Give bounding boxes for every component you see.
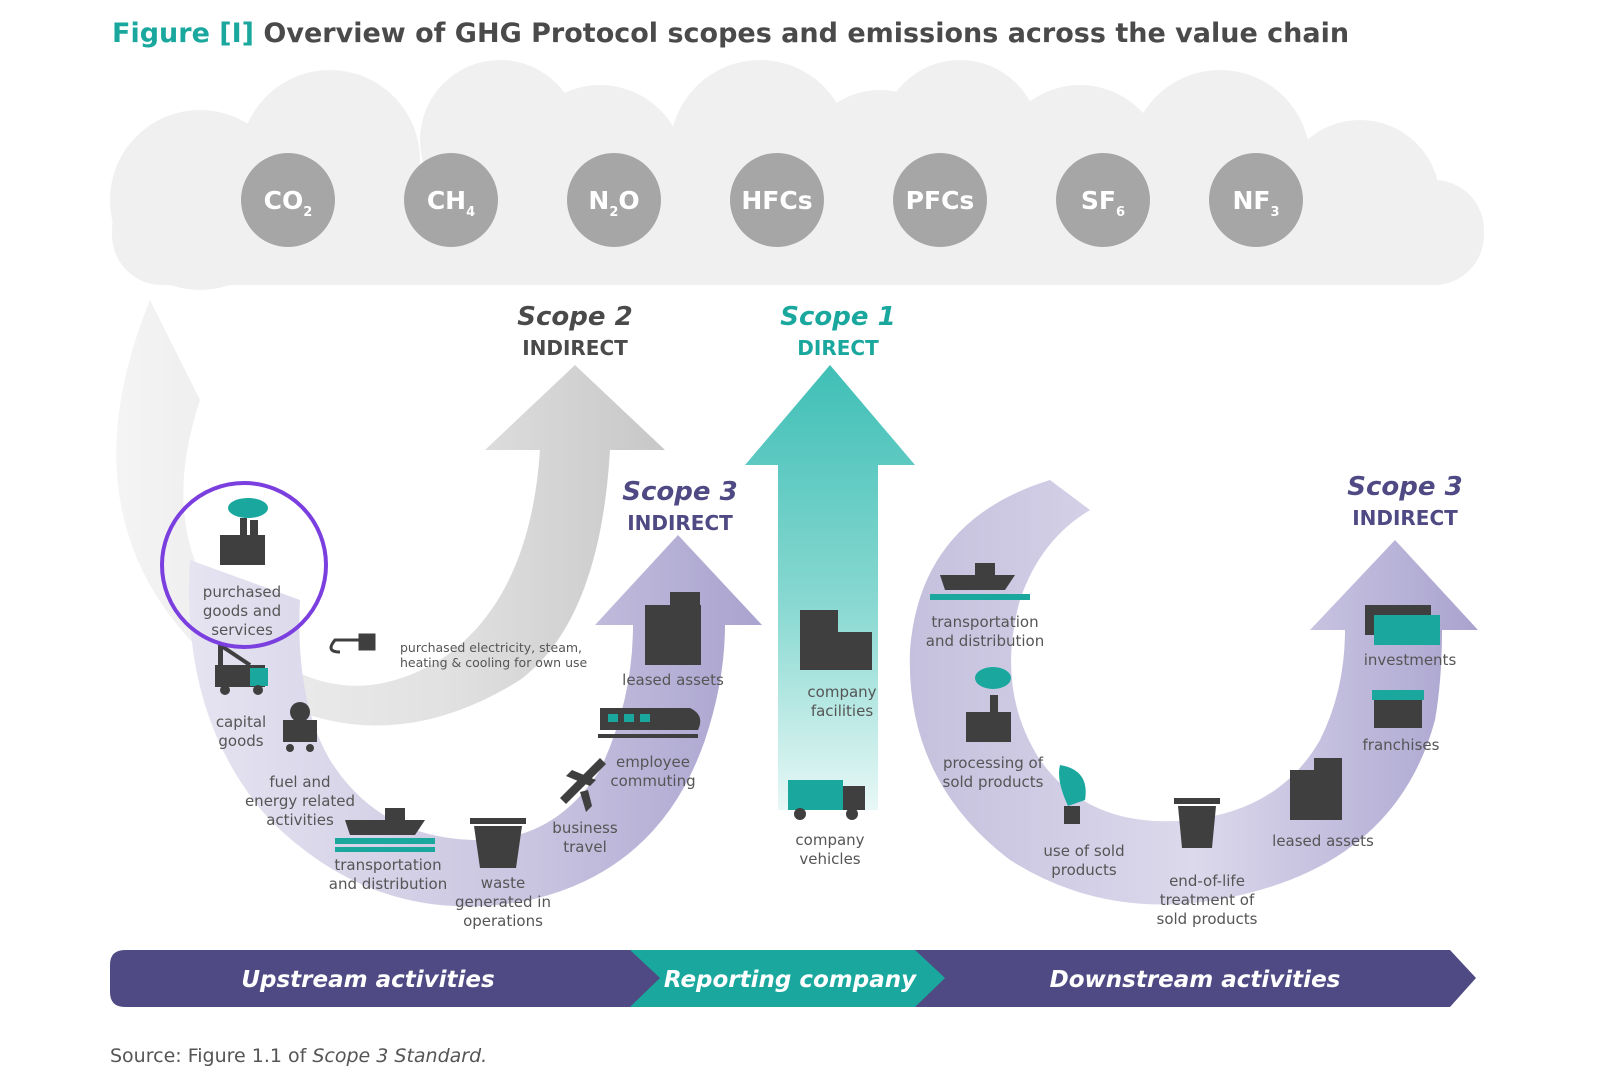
scope3-upstream-type: INDIRECT xyxy=(627,511,733,535)
factory-icon xyxy=(220,498,268,565)
purchased-electricity-label: purchased electricity, steam,heating & c… xyxy=(400,640,588,670)
figure-title: Figure [I] Overview of GHG Protocol scop… xyxy=(112,18,1349,49)
gas-circle xyxy=(1209,153,1303,247)
factory-icon xyxy=(966,667,1011,742)
gas-label: CH4 xyxy=(427,186,475,220)
gas-label: NF3 xyxy=(1232,186,1279,220)
gas-circle xyxy=(404,153,498,247)
figure-title-text: Overview of GHG Protocol scopes and emis… xyxy=(263,18,1350,49)
storefront-icon xyxy=(1372,690,1424,728)
gas-circle xyxy=(730,153,824,247)
coal-cart-icon xyxy=(283,702,317,752)
gas-label: N2O xyxy=(588,186,639,220)
company-buildings-icon xyxy=(800,610,872,670)
upstream-leased-assets-label: leased assets xyxy=(622,671,724,689)
reporting-company-label: Reporting company xyxy=(664,967,917,993)
scope3-downstream-type: INDIRECT xyxy=(1352,506,1458,530)
scope1-title: Scope 1 xyxy=(780,302,895,332)
highlight-circle xyxy=(160,481,328,649)
gas-circles: CO2 CH4 N2O HFCs PFCs SF6 NF3 xyxy=(241,153,1303,247)
train-icon xyxy=(598,708,701,738)
gas-circle xyxy=(567,153,661,247)
scope3-downstream-title: Scope 3 xyxy=(1347,472,1462,502)
upstream-label: Upstream activities xyxy=(241,967,494,993)
scope1-type: DIRECT xyxy=(797,336,879,360)
downstream-leased-assets-label: leased assets xyxy=(1272,832,1374,850)
gas-label: CO2 xyxy=(264,186,313,220)
truck-icon xyxy=(788,780,865,820)
reporting-company-band xyxy=(630,950,950,1007)
scope2-title: Scope 2 xyxy=(517,302,632,332)
airplane-icon xyxy=(560,758,606,812)
source-document: Scope 3 Standard. xyxy=(312,1045,488,1067)
ship-icon xyxy=(335,808,435,852)
scope3-upstream-arrow xyxy=(189,535,762,907)
value-chain-band: Upstream activities Reporting company Do… xyxy=(110,950,1476,1007)
crane-truck-icon xyxy=(215,643,268,695)
gas-circle xyxy=(1056,153,1150,247)
waste-container-icon xyxy=(470,818,526,868)
franchises-label: franchises xyxy=(1363,736,1440,754)
scope1-arrow xyxy=(745,365,915,810)
light-bulb-icon xyxy=(1059,765,1086,824)
plug-icon xyxy=(329,633,376,654)
recycle-bin-icon xyxy=(1174,798,1220,848)
figure-number: Figure [I] xyxy=(112,18,255,49)
scope3-upstream-title: Scope 3 xyxy=(622,477,737,507)
gas-circle xyxy=(893,153,987,247)
investments-label: investments xyxy=(1364,651,1457,669)
gas-label: SF6 xyxy=(1081,186,1125,220)
upstream-band xyxy=(110,950,690,1007)
downstream-label: Downstream activities xyxy=(1050,967,1341,993)
source-note: Source: Figure 1.1 of Scope 3 Standard. xyxy=(110,1045,487,1067)
gas-label: HFCs xyxy=(741,186,812,215)
building-icon xyxy=(645,592,701,665)
ship-icon xyxy=(930,563,1030,600)
gas-circle xyxy=(241,153,335,247)
source-prefix: Source: Figure 1.1 of xyxy=(110,1045,313,1067)
building-icon xyxy=(1290,758,1342,820)
scope2-arrow xyxy=(116,300,665,726)
gas-label: PFCs xyxy=(906,186,975,215)
scope2-type: INDIRECT xyxy=(522,336,628,360)
downstream-band xyxy=(915,950,1476,1007)
money-icon xyxy=(1365,605,1440,645)
